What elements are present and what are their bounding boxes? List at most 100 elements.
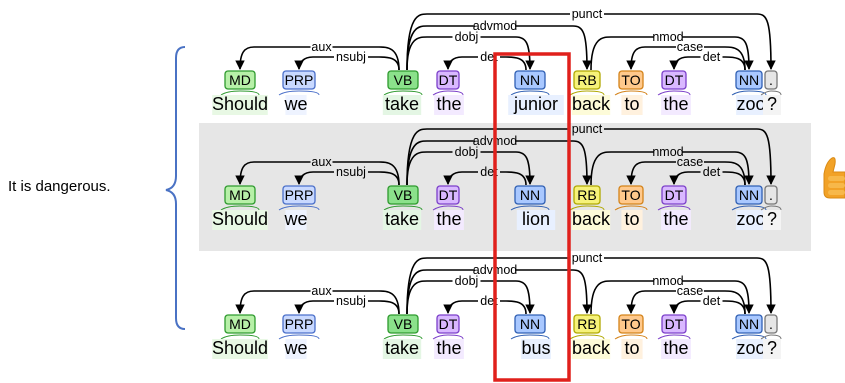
token-word: the (436, 94, 461, 114)
pos-tag (282, 314, 316, 334)
arc-label: nmod (652, 145, 683, 159)
token-word: ? (767, 209, 777, 229)
token-word: take (385, 338, 419, 358)
pos-tag (618, 185, 644, 205)
pos-tag-label: NN (520, 316, 540, 332)
pos-tag-label: RB (577, 187, 596, 203)
pos-tag (387, 70, 419, 90)
token-word: Should (212, 209, 268, 229)
pos-tag (282, 70, 316, 90)
pos-tag-label: TO (621, 187, 640, 203)
token-word: back (572, 94, 611, 114)
arc-label: dobj (455, 274, 479, 288)
arc-label: case (677, 40, 703, 54)
pos-tag-label: MD (229, 316, 251, 332)
pos-tag-label: VB (394, 187, 413, 203)
pos-tag-label: DT (439, 72, 458, 88)
token-word: bus (521, 338, 550, 358)
token-word: Should (212, 94, 268, 114)
arc-label: nsubj (336, 165, 366, 179)
token-word: ? (767, 94, 777, 114)
token-word: zoo (736, 94, 765, 114)
pos-tag-label: MD (229, 72, 251, 88)
pos-tag (282, 185, 316, 205)
pos-tag (224, 314, 256, 334)
arc-label: punct (572, 122, 603, 136)
pos-tag-label: DT (439, 316, 458, 332)
token-word: we (283, 338, 307, 358)
highlight-box (493, 52, 571, 382)
parse-row: auxnsubjpunctadvmoddobjdetnmodcasedetMDS… (212, 7, 782, 115)
arc-label: punct (572, 251, 603, 265)
thumbs-up-icon (823, 157, 845, 199)
token-word: lion (522, 209, 550, 229)
pos-tag (618, 70, 644, 90)
pos-tag-label: DT (665, 72, 684, 88)
arc-label: advmod (473, 19, 518, 33)
pos-tag (573, 314, 601, 334)
token-word: the (436, 209, 461, 229)
pos-tag (618, 314, 644, 334)
caption-text: It is dangerous. (8, 178, 111, 195)
pos-tag-label: . (769, 72, 773, 88)
pos-tag-label: RB (577, 316, 596, 332)
token-word: Should (212, 338, 268, 358)
arc-label: det (703, 165, 721, 179)
arc-label: case (677, 284, 703, 298)
token-word: back (572, 209, 611, 229)
pos-tag (387, 314, 419, 334)
grouping-brace (165, 46, 186, 330)
token-word: the (663, 94, 688, 114)
arc-label: nmod (652, 30, 683, 44)
token-word: to (624, 338, 639, 358)
pos-tag (735, 185, 763, 205)
pos-tag-label: PRP (285, 316, 314, 332)
pos-tag-label: NN (520, 72, 540, 88)
pos-tag (514, 314, 546, 334)
arc-label: aux (311, 40, 332, 54)
pos-tag-label: . (769, 316, 773, 332)
pos-tag (735, 70, 763, 90)
pos-tag-label: NN (739, 187, 759, 203)
pos-tag (735, 314, 763, 334)
pos-tag (436, 314, 460, 334)
pos-tag-label: PRP (285, 72, 314, 88)
pos-tag-label: DT (665, 316, 684, 332)
arc-label: nmod (652, 274, 683, 288)
pos-tag (436, 70, 460, 90)
pos-tag-label: DT (665, 187, 684, 203)
pos-tag (387, 185, 419, 205)
parse-row: auxnsubjpunctadvmoddobjdetnmodcasedetMDS… (212, 122, 782, 230)
token-word: we (283, 94, 307, 114)
pos-tag (514, 70, 546, 90)
pos-tag (764, 70, 778, 90)
pos-tag-label: RB (577, 72, 596, 88)
pos-tag-label: VB (394, 316, 413, 332)
token-word: we (283, 209, 307, 229)
pos-tag (514, 185, 546, 205)
pos-tag (224, 70, 256, 90)
pos-tag-label: NN (520, 187, 540, 203)
pos-tag-label: VB (394, 72, 413, 88)
pos-tag-label: PRP (285, 187, 314, 203)
pos-tag (224, 185, 256, 205)
arc-label: det (703, 50, 721, 64)
token-word: junior (513, 94, 558, 114)
token-word: zoo (736, 209, 765, 229)
arc-label: nsubj (336, 294, 366, 308)
arc-label: dobj (455, 145, 479, 159)
arc-label: aux (311, 284, 332, 298)
pos-tag (573, 185, 601, 205)
pos-tag (436, 185, 460, 205)
token-word: ? (767, 338, 777, 358)
token-word: to (624, 209, 639, 229)
token-word: take (385, 209, 419, 229)
pos-tag (661, 314, 687, 334)
token-word: the (663, 338, 688, 358)
pos-tag-label: MD (229, 187, 251, 203)
token-word: the (436, 338, 461, 358)
arc-label: aux (311, 155, 332, 169)
pos-tag (573, 70, 601, 90)
pos-tag (764, 314, 778, 334)
